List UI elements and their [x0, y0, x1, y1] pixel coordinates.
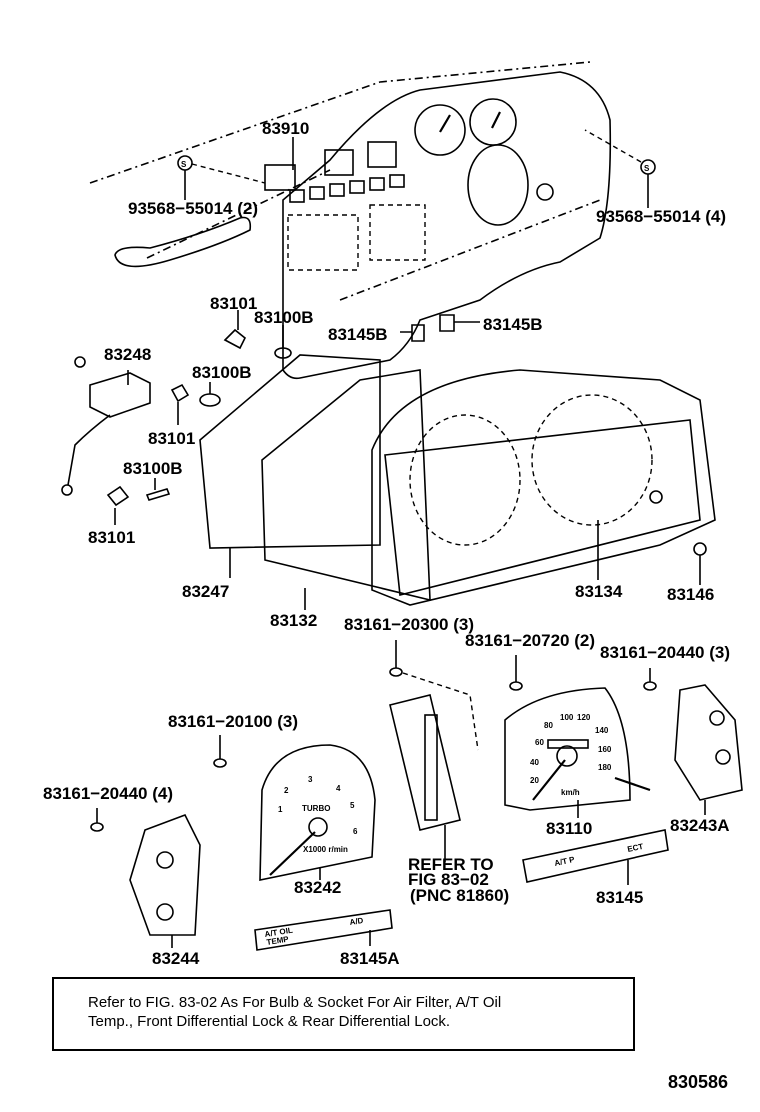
circuit-plate-drawing — [389, 694, 461, 862]
note-box: Refer to FIG. 83-02 As For Bulb & Socket… — [52, 977, 635, 1051]
label-83161-20440-4: 83161−20440 (4) — [43, 784, 173, 803]
svg-text:120: 120 — [577, 713, 591, 722]
screws-drawing — [90, 640, 657, 832]
label-93568-55014-4: 93568−55014 (4) — [596, 207, 726, 226]
small-parts-drawing — [61, 310, 480, 525]
svg-text:X1000 r/min: X1000 r/min — [303, 845, 348, 854]
label-83242: 83242 — [294, 878, 341, 897]
svg-text:40: 40 — [530, 758, 539, 767]
part-number-labels: 83910 93568−55014 (2) 93568−55014 (4) 83… — [43, 119, 730, 968]
label-refer-to: REFER TO — [408, 855, 494, 874]
speedometer-drawing: 20 40 60 80 100 120 140 160 180 km/h — [504, 687, 651, 818]
label-83132: 83132 — [270, 611, 317, 630]
label-83244: 83244 — [152, 949, 200, 968]
svg-text:80: 80 — [544, 721, 553, 730]
svg-text:4: 4 — [336, 784, 341, 793]
label-83243A: 83243A — [670, 816, 730, 835]
label-83161-20100: 83161−20100 (3) — [168, 712, 298, 731]
label-83100B: 83100B — [123, 459, 183, 478]
label-83247: 83247 — [182, 582, 229, 601]
label-83145: 83145 — [596, 888, 643, 907]
svg-text:2: 2 — [284, 786, 289, 795]
oil-voltmeter-gauge-drawing — [129, 813, 201, 948]
label-83134: 83134 — [575, 582, 623, 601]
svg-text:ECT: ECT — [627, 842, 645, 854]
label-83101: 83101 — [88, 528, 135, 547]
instrument-panel-drawing — [89, 61, 612, 380]
label-83161-20720: 83161−20720 (2) — [465, 631, 595, 650]
svg-text:60: 60 — [535, 738, 544, 747]
svg-text:km/h: km/h — [561, 788, 580, 797]
svg-text:A/T P: A/T P — [554, 855, 577, 868]
meter-plate-83145-drawing: A/T P ECT — [522, 829, 669, 885]
svg-text:20: 20 — [530, 776, 539, 785]
fuel-temp-gauge-drawing — [674, 684, 743, 815]
svg-text:5: 5 — [350, 801, 355, 810]
label-83101: 83101 — [148, 429, 195, 448]
label-83146: 83146 — [667, 585, 714, 604]
label-83161-20300: 83161−20300 (3) — [344, 615, 474, 634]
svg-text:160: 160 — [598, 745, 612, 754]
svg-text:A/T OIL: A/T OIL — [264, 926, 294, 939]
label-83145B: 83145B — [328, 325, 388, 344]
combination-meter-assembly-drawing — [199, 354, 716, 610]
svg-text:S: S — [181, 160, 187, 169]
svg-text:S: S — [644, 164, 650, 173]
label-83248: 83248 — [104, 345, 151, 364]
note-line-1: Refer to FIG. 83-02 As For Bulb & Socket… — [88, 994, 502, 1011]
svg-text:A/D: A/D — [349, 916, 364, 927]
label-refer-pnc: (PNC 81860) — [410, 886, 509, 905]
label-83100B: 83100B — [192, 363, 252, 382]
svg-text:3: 3 — [308, 775, 313, 784]
label-refer-fig: FIG 83−02 — [408, 870, 489, 889]
svg-text:140: 140 — [595, 726, 609, 735]
label-83910: 83910 — [262, 119, 309, 138]
note-line-2: Temp., Front Differential Lock & Rear Di… — [88, 1013, 451, 1030]
screw-marker-left: S — [177, 155, 266, 200]
illustration-code: 830586 — [668, 1072, 729, 1092]
svg-text:180: 180 — [598, 763, 612, 772]
meter-plate-83145A-drawing: A/T OIL TEMP A/D — [254, 909, 393, 951]
svg-text:TEMP: TEMP — [266, 935, 290, 947]
label-83110: 83110 — [546, 819, 592, 838]
tachometer-drawing: 1 2 3 4 5 6 TURBO X1000 r/min — [259, 744, 376, 881]
label-93568-55014-2: 93568−55014 (2) — [128, 199, 258, 218]
label-83161-20440-3: 83161−20440 (3) — [600, 643, 730, 662]
label-83145B: 83145B — [483, 315, 543, 334]
label-83100B: 83100B — [254, 308, 314, 327]
screw-marker-right: S — [584, 129, 656, 208]
label-83145A: 83145A — [340, 949, 400, 968]
svg-text:6: 6 — [353, 827, 358, 836]
label-83101: 83101 — [210, 294, 257, 313]
svg-text:1: 1 — [278, 805, 283, 814]
svg-text:TURBO: TURBO — [302, 804, 330, 813]
svg-text:100: 100 — [560, 713, 574, 722]
